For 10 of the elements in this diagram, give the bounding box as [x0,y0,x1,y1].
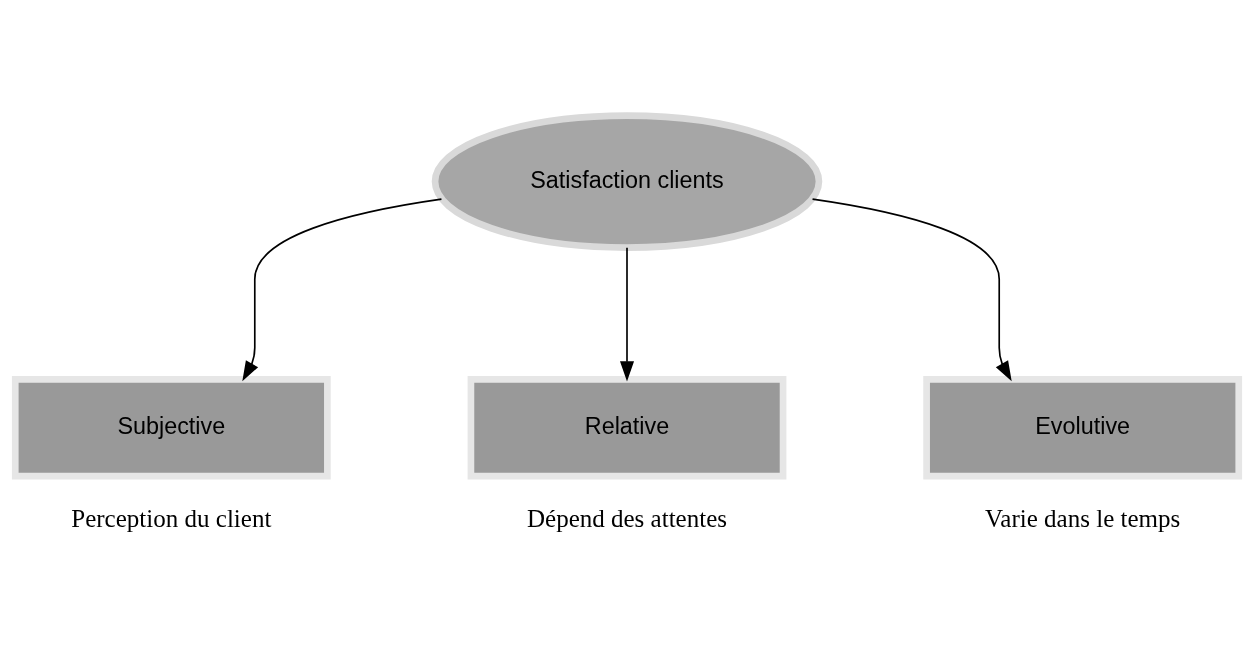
node-box: Evolutive [923,375,1243,480]
arrow [242,197,443,381]
node-label: Dépend des attentes [526,504,728,532]
arrow [620,246,634,381]
node-label: Perception du client [71,504,272,532]
arrow [811,197,1012,381]
node-label: Varie dans le temps [985,504,1181,532]
node-box: Subjective [11,375,331,480]
node-ellipse: Satisfaction clients [431,111,823,251]
node-box: Relative [467,375,787,480]
